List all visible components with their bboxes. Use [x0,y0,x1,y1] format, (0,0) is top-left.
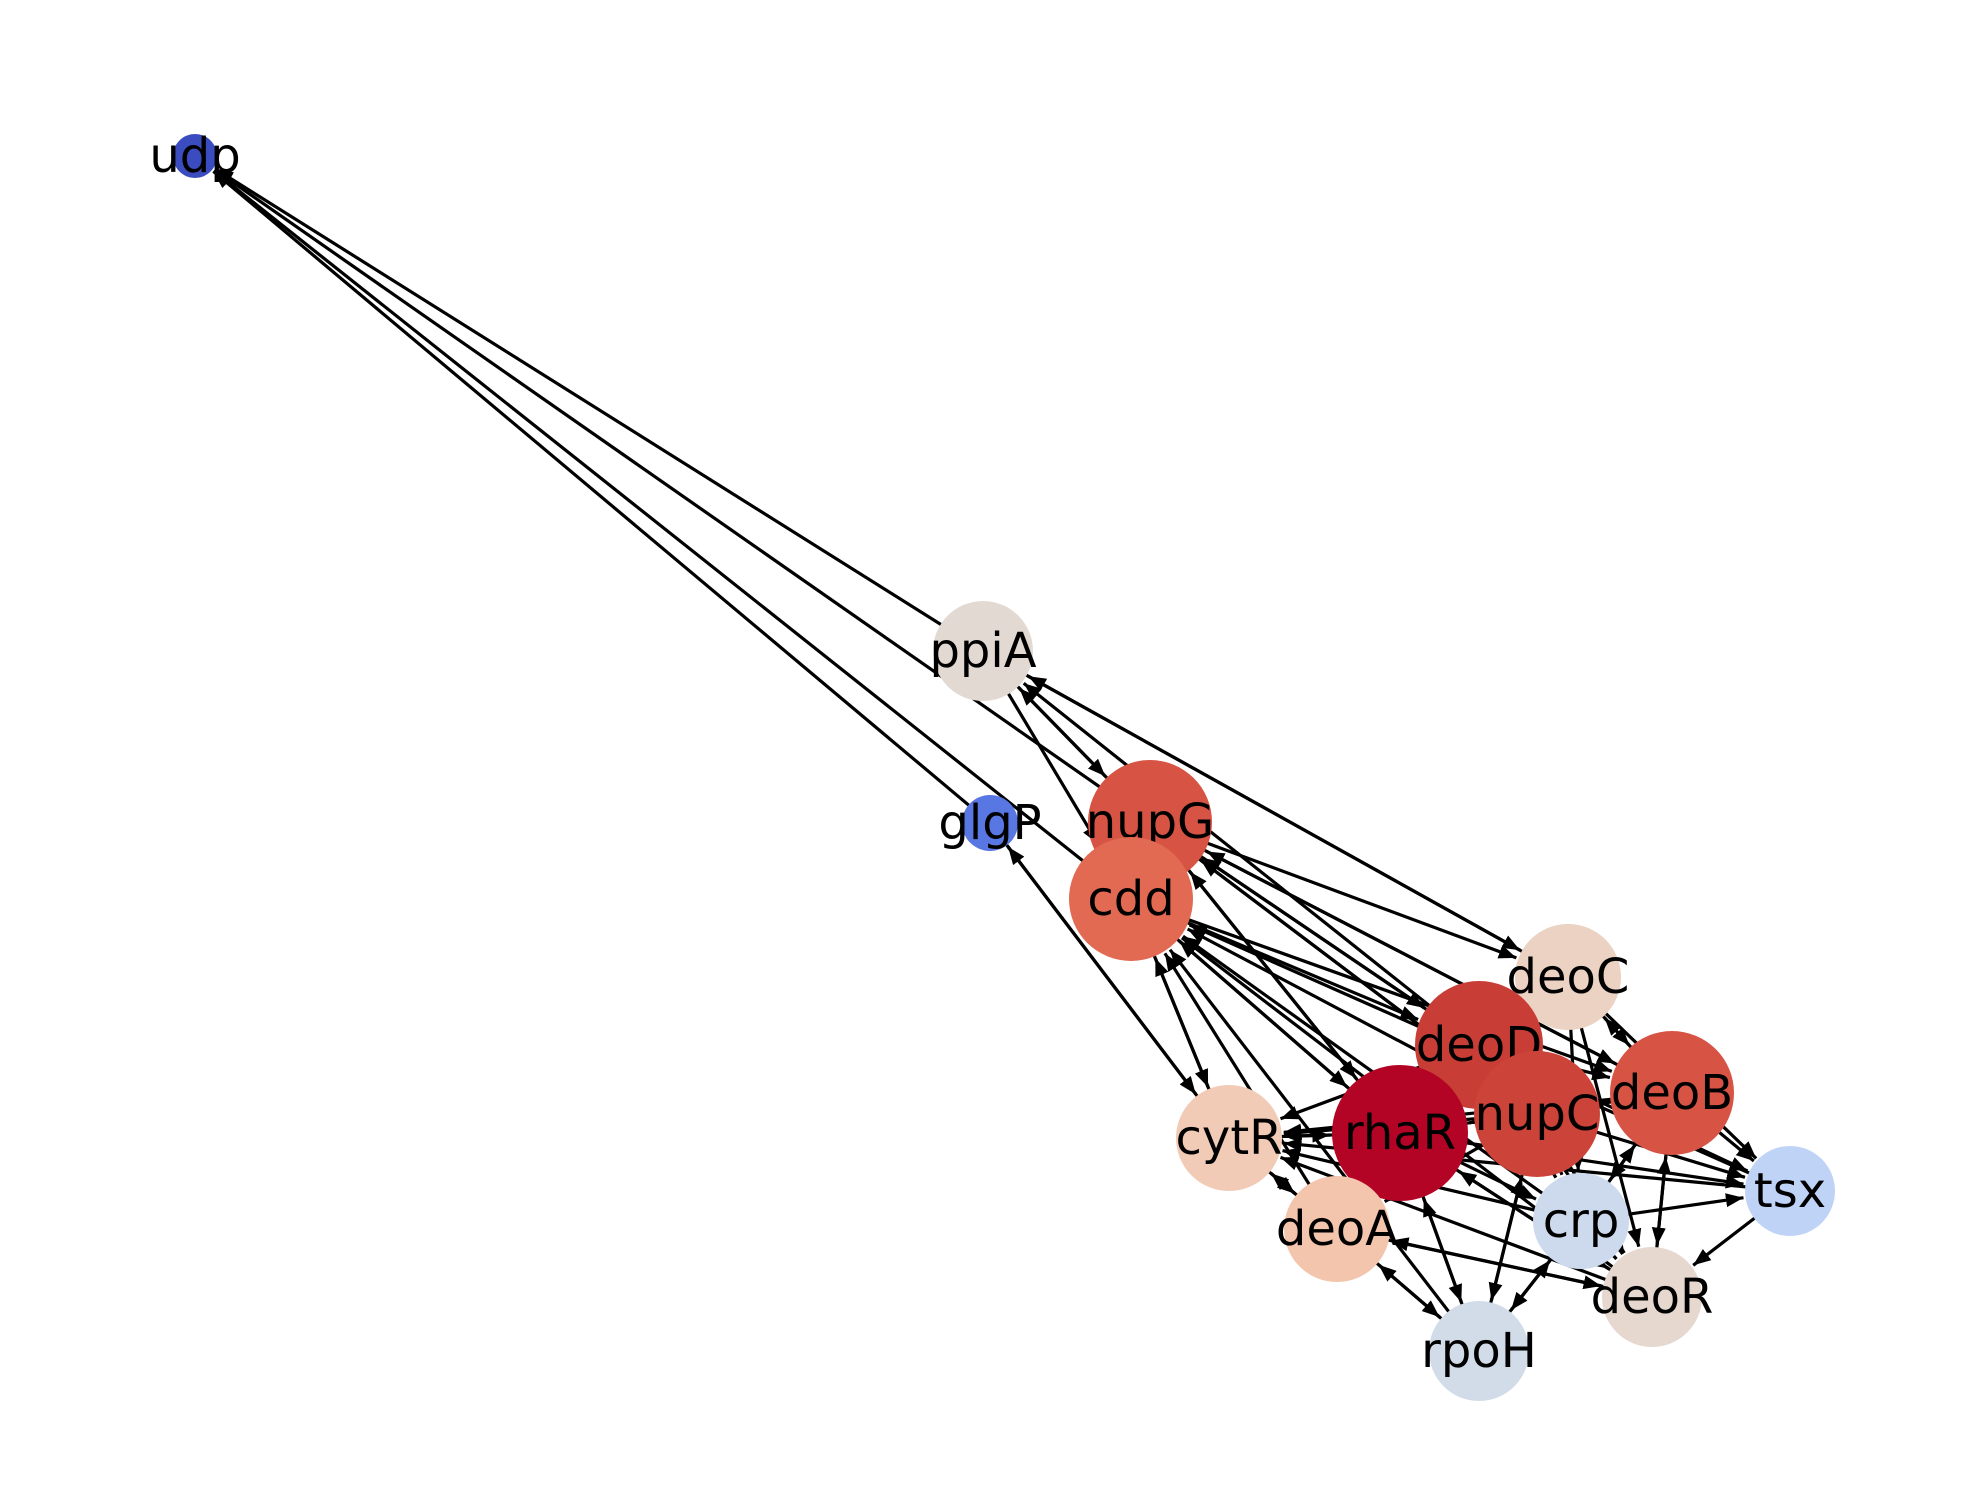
edge-deoD-to-nupG [1202,856,1449,1025]
edge-rpoH-to-rhaR [1422,1198,1471,1324]
edge-ppiA-to-udp [214,167,959,637]
node-circle [173,134,217,178]
node-circle [1429,1301,1529,1401]
node-label: crp [1543,1193,1620,1249]
node-deoB[interactable]: deoB [1610,1031,1734,1155]
node-label: deoB [1611,1065,1733,1121]
node-label: cytR [1176,1110,1283,1166]
node-udp[interactable]: udp [149,128,240,184]
node-circle [1284,1176,1390,1282]
edge-rpoH-to-nupC [1484,1176,1525,1323]
edge-cytR-to-glgP [1006,845,1212,1114]
node-circle [933,601,1033,701]
node-circle [1610,1031,1734,1155]
node-rpoH[interactable]: rpoH [1421,1301,1537,1401]
node-label: glgP [938,795,1041,851]
node-circle [1474,1051,1600,1177]
node-cytR[interactable]: cytR [1176,1085,1283,1191]
node-crp[interactable]: crp [1533,1173,1629,1269]
node-ppiA[interactable]: ppiA [929,601,1037,701]
node-label: deoR [1591,1269,1714,1325]
node-label: rhaR [1344,1105,1456,1161]
node-circle [1602,1247,1702,1347]
node-deoA[interactable]: deoA [1276,1176,1398,1282]
node-label: deoA [1276,1201,1398,1257]
edge-deoC-to-deoR [1574,1007,1642,1248]
node-label: cdd [1087,871,1174,927]
node-circle [1176,1085,1282,1191]
node-label: tsx [1754,1163,1826,1219]
node-circle [1515,924,1621,1030]
edge-nupG-to-deoC [1184,833,1517,960]
edge-nupG-to-udp [213,168,1121,803]
node-circle [1533,1173,1629,1269]
node-rhaR[interactable]: rhaR [1332,1065,1468,1201]
edge-deoR-to-deoA [1390,1237,1624,1293]
node-deoR[interactable]: deoR [1591,1247,1714,1347]
node-cdd[interactable]: cdd [1069,837,1193,961]
edge-nupG-to-ppiA [1018,687,1126,797]
edge-cdd-to-udp [212,169,1103,878]
edge-glgP-to-udp [212,170,979,814]
node-circle [962,795,1018,851]
edge-deoC-to-ppiA [1027,674,1541,963]
edge-deoB-to-nupG [1206,850,1640,1078]
edge-cytR-to-cdd [1153,957,1219,1110]
edge-nupG-to-rhaR [1172,849,1358,1080]
node-nupG[interactable]: nupG [1086,760,1215,884]
node-label: ppiA [929,623,1036,679]
node-circle [1745,1146,1835,1236]
node-label: rpoH [1421,1323,1537,1379]
node-nupC[interactable]: nupC [1474,1051,1600,1177]
node-tsx[interactable]: tsx [1745,1146,1835,1236]
node-deoC[interactable]: deoC [1507,924,1630,1030]
node-circle [1332,1065,1468,1201]
node-label: deoC [1507,949,1630,1005]
node-label: udp [149,128,240,184]
node-label: nupC [1475,1086,1600,1142]
edge-rhaR-to-cdd [1178,939,1371,1108]
edge-deoD-to-ppiA [1022,682,1450,1023]
edge-crp-to-tsx [1609,1193,1744,1219]
node-glgP[interactable]: glgP [938,795,1042,851]
edge-ppiA-to-cdd [997,675,1100,845]
node-circle [1069,837,1193,961]
